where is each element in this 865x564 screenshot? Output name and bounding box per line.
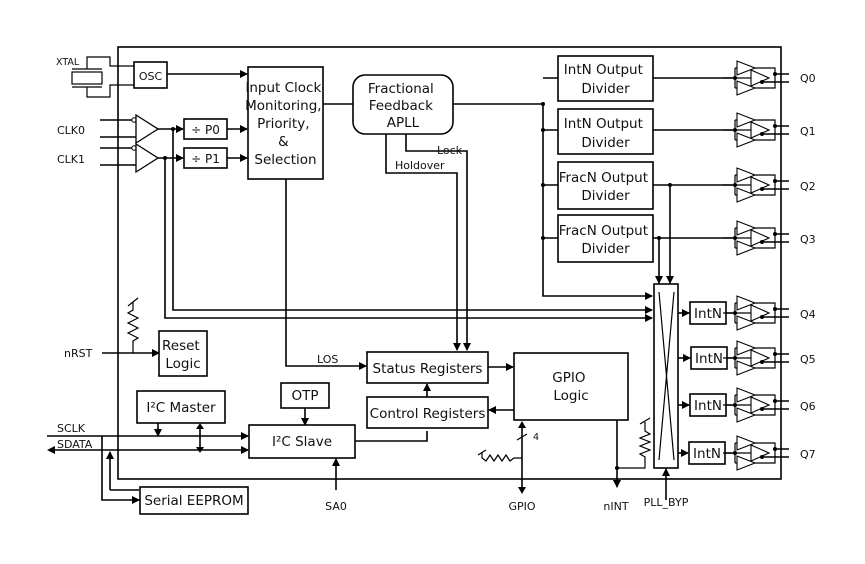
xtal-label: XTAL [56,57,80,68]
control-registers-label: Control Registers [370,406,486,422]
input-clock-block [247,66,324,180]
divider-p0-label: ÷ P0 [191,123,220,137]
reset-logic-label: Reset Logic [162,338,204,372]
i2c-slave-label: I²C Slave [272,434,332,450]
output-q2-label: Q2 [800,180,816,193]
gpio-pullup-resistor-icon [477,449,522,463]
sclk-label: SCLK [57,422,86,435]
output-q4-label: Q4 [800,308,816,321]
status-registers-label: Status Registers [373,361,483,377]
svg-text:IntN Output Divider: IntN Output Divider [564,62,647,97]
svg-text:FracN Output Divider: FracN Output Divider [559,170,653,204]
clk0-receiver-icon [135,113,160,145]
svg-text:IntN: IntN [694,306,722,322]
i2c-master-label: I²C Master [146,400,216,416]
output-divider-0: IntN Output Divider [557,55,654,102]
output-divider-1: IntN Output Divider [557,108,654,155]
sdata-label: SDATA [57,438,93,451]
intn-divider-6: IntN [678,393,727,417]
control-registers-block [366,396,489,429]
apll-label: Fractional Feedback APLL [368,81,438,131]
sa0-label: SA0 [325,500,347,513]
output-q7-label: Q7 [800,448,816,461]
los-label: LOS [317,353,338,366]
output-q5-label: Q5 [800,353,816,366]
xtal-crystal-icon [71,56,134,98]
i2c-slave-block [248,424,356,459]
gpio-bus-width: 4 [533,432,539,443]
intn-divider-7: IntN [678,441,726,465]
serial-eeprom-label: Serial EEPROM [144,493,243,509]
gpio-logic-label: GPIO Logic [552,370,590,404]
lock-label: Lock [437,144,463,157]
serial-eeprom-block [139,486,249,515]
holdover-label: Holdover [395,159,445,172]
output-q6-label: Q6 [800,400,816,413]
svg-text:IntN: IntN [693,446,721,462]
svg-text:IntN: IntN [695,351,723,367]
otp-label: OTP [291,388,318,404]
otp-block [280,382,330,409]
nint-pullup-resistor-icon [617,417,652,469]
input-clock-label: Input Clock Monitoring, Priority, & Sele… [245,80,326,168]
osc-label: OSC [139,70,163,83]
reset-logic-block [158,330,208,377]
divider-p1-label: ÷ P1 [191,152,220,166]
clk1-label: CLK1 [57,153,85,166]
output-q3-label: Q3 [800,233,816,246]
pullup-resistor-icon [126,297,140,353]
clk1-receiver-icon [135,142,160,174]
svg-text:IntN: IntN [694,398,722,414]
svg-text:IntN Output Divider: IntN Output Divider [564,116,647,151]
svg-text:FracN Output Divider: FracN Output Divider [559,223,653,257]
pll-byp-label: PLL_BYP [644,496,689,509]
intn-divider-5: IntN [678,346,728,370]
osc-block [133,61,168,89]
nrst-label: nRST [64,347,93,360]
output-q0-label: Q0 [800,72,816,85]
chip-outline [117,46,782,480]
output-divider-3: FracN Output Divider [557,214,654,263]
intn-divider-4: IntN [678,301,727,325]
output-divider-2: FracN Output Divider [557,161,654,210]
i2c-master-block [136,390,226,424]
gpio-label: GPIO [508,500,535,513]
clk0-label: CLK0 [57,124,85,137]
nint-label: nINT [603,500,628,513]
gpio-logic-block [513,352,629,421]
output-q1-label: Q1 [800,125,816,138]
